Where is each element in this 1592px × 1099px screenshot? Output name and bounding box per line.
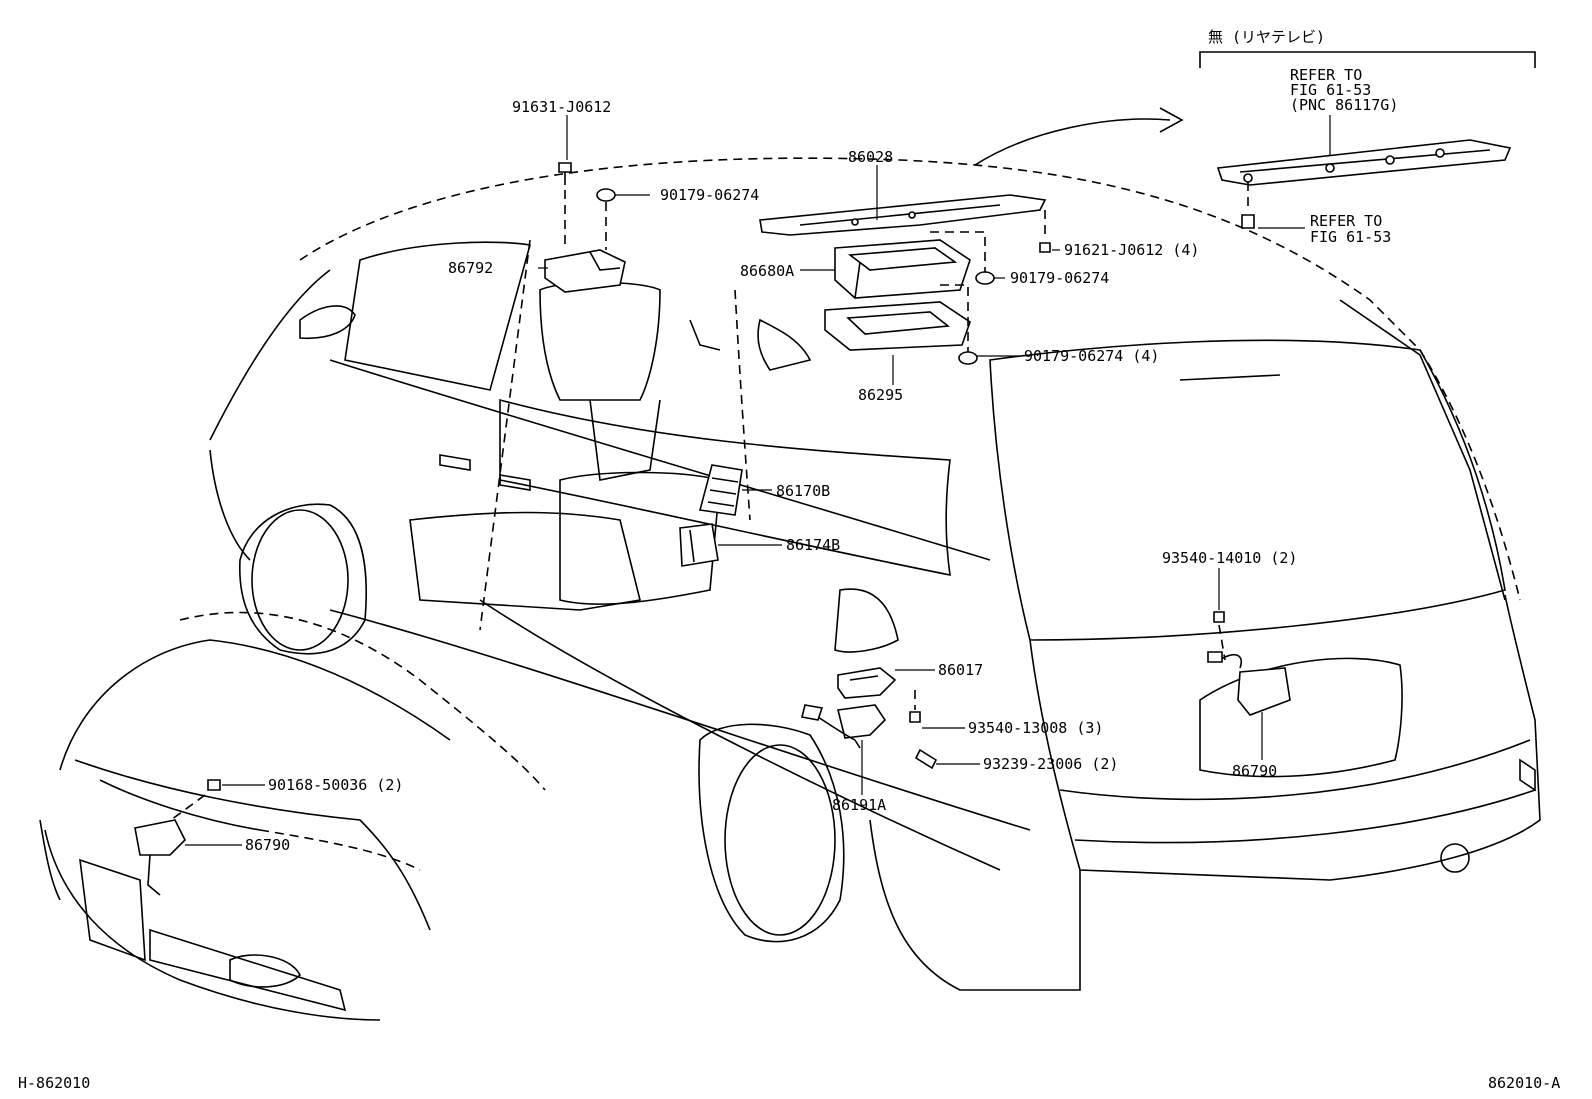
inset-refer2-line2: FIG 61-53 [1310, 228, 1391, 246]
label-86191a: 86191A [832, 796, 886, 814]
part-86295-frame [824, 301, 971, 351]
label-91631-j0612: 91631-J0612 [512, 98, 611, 116]
label-90168-50036: 90168-50036 (2) [268, 776, 403, 794]
inset-refer2-line1: REFER TO [1310, 212, 1382, 230]
figure-code-right: 862010-A [1488, 1074, 1560, 1092]
label-86680a: 86680A [740, 262, 794, 280]
inset-refer1-line1: REFER TO [1290, 66, 1362, 84]
part-86017-bracket [837, 667, 897, 699]
part-86028-bracket [759, 194, 1047, 236]
inset-refer1-line3: (PNC 86117G) [1290, 96, 1398, 114]
label-86790-rear: 86790 [1232, 762, 1277, 780]
part-86792-unit [544, 249, 626, 293]
label-93540-13008: 93540-13008 (3) [968, 719, 1103, 737]
label-86790-front: 86790 [245, 836, 290, 854]
label-90179-06274-top: 90179-06274 [660, 186, 759, 204]
label-86028: 86028 [848, 148, 893, 166]
part-86790-front-camera [134, 819, 186, 896]
label-86017: 86017 [938, 661, 983, 679]
front-vehicle-outline [39, 611, 546, 1021]
leader-lines [185, 115, 1263, 846]
part-86680a-monitor [834, 239, 971, 299]
label-90179-06274-low: 90179-06274 (4) [1024, 347, 1159, 365]
label-90179-06274-mid: 90179-06274 [1010, 269, 1109, 287]
label-86174b: 86174B [786, 536, 840, 554]
vehicle-outline [209, 157, 1541, 991]
figure-code-left: H-862010 [18, 1074, 90, 1092]
label-93239-23006: 93239-23006 (2) [983, 755, 1118, 773]
part-86170b-vent [698, 464, 743, 516]
inset-header: 無 (リヤテレビ) [1208, 28, 1325, 46]
arrow-to-inset [974, 118, 1171, 166]
arrow-head [1159, 107, 1184, 133]
label-86170b: 86170B [776, 482, 830, 500]
label-86792: 86792 [448, 259, 493, 277]
label-93540-14010: 93540-14010 (2) [1162, 549, 1297, 567]
label-91621-j0612: 91621-J0612 (4) [1064, 241, 1199, 259]
part-86191a-wiring [801, 704, 887, 749]
part-86790-rear-camera [1207, 651, 1291, 716]
part-86174b-cover [679, 523, 719, 567]
part-labels: 91631-J0612 90179-06274 86792 86028 8668… [245, 98, 1297, 854]
inset-rear-tv: 無 (リヤテレビ) REFER TO FIG 61-53 (PNC 86117G… [1199, 28, 1536, 246]
fasteners [159, 162, 1226, 829]
label-86295: 86295 [858, 386, 903, 404]
inset-refer1-line2: FIG 61-53 [1290, 81, 1371, 99]
